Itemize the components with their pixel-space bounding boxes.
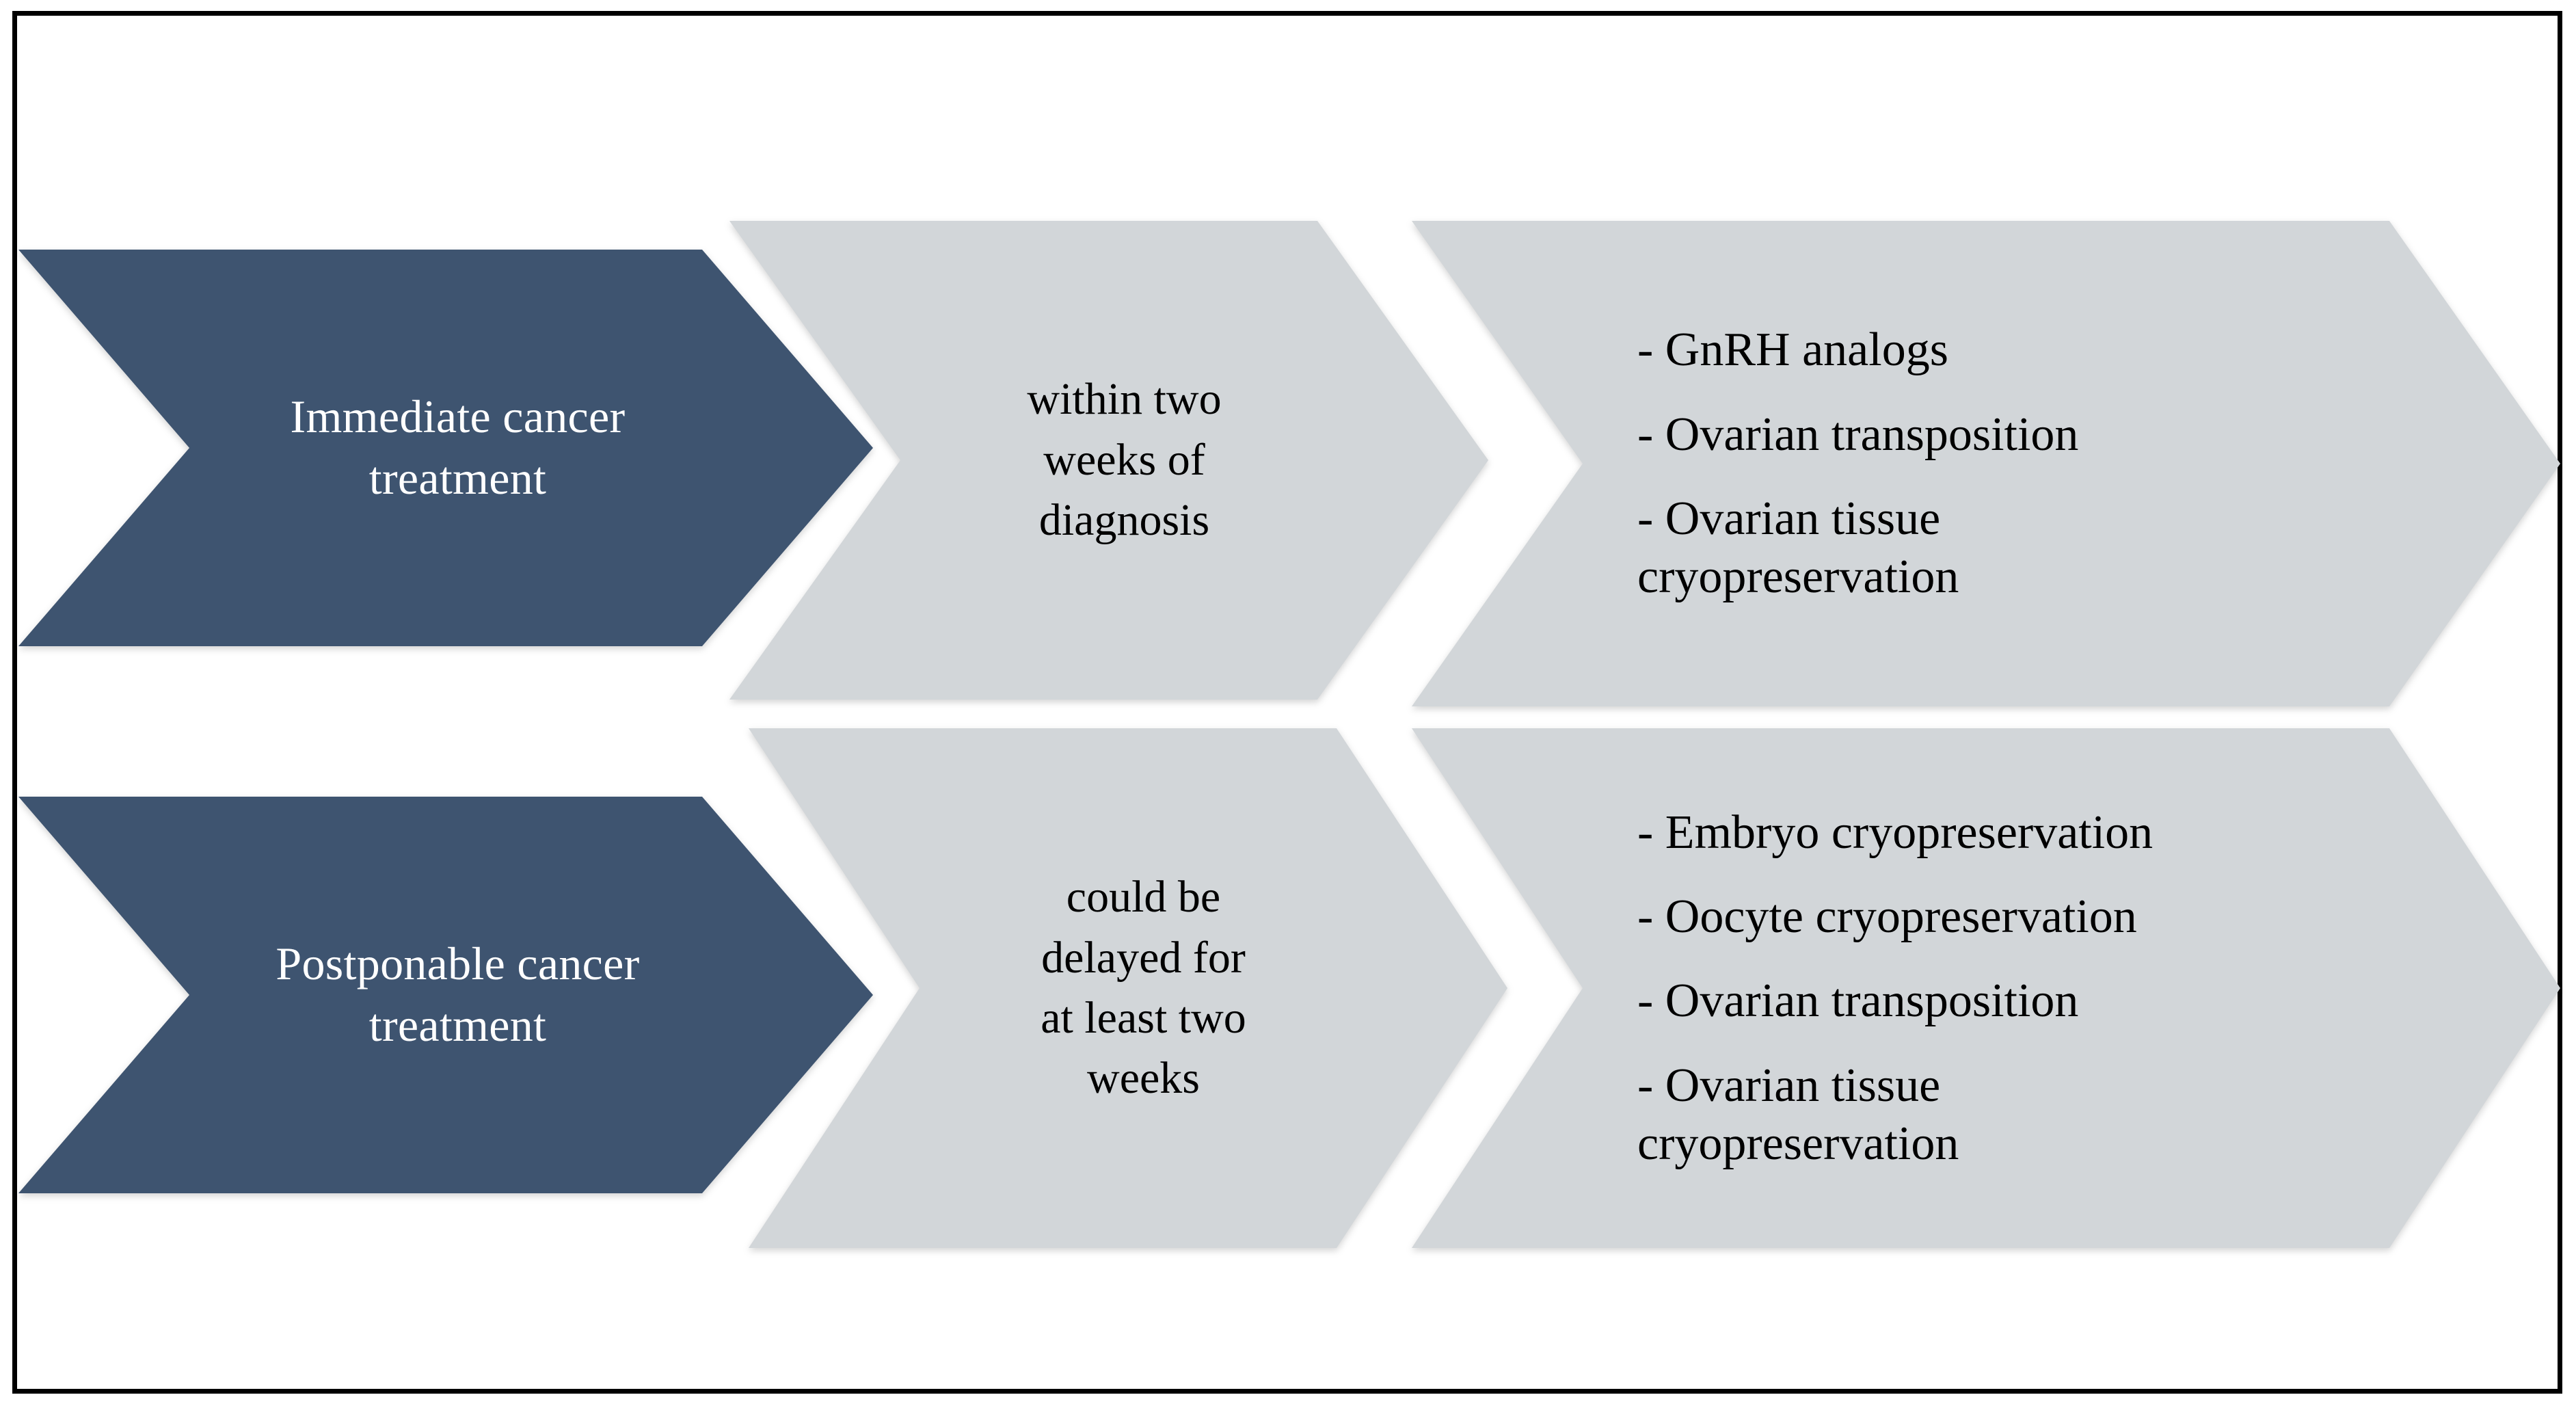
row2-stage1-chevron[interactable]: Postponable cancer treatment	[18, 797, 873, 1193]
list-item: - Ovarian tissue cryopreservation	[1637, 492, 1959, 604]
row2-stage3-list: - Embryo cryopreservation - Oocyte cryop…	[1412, 803, 2560, 1173]
list-item: - Embryo cryopreservation	[1637, 806, 2154, 859]
row1-stage3-chevron[interactable]: - GnRH analogs - Ovarian transposition -…	[1412, 221, 2560, 706]
list-item: - Ovarian transposition	[1637, 408, 2079, 461]
diagram-frame: Immediate cancer treatment within two we…	[12, 11, 2562, 1394]
row2-stage2-label: could be delayed for at least two weeks	[1041, 872, 1246, 1104]
row1-stage3-list: - GnRH analogs - Ovarian transposition -…	[1412, 321, 2560, 607]
row1-stage3-shape	[1412, 221, 2560, 706]
row2-stage3-chevron[interactable]: - Embryo cryopreservation - Oocyte cryop…	[1412, 728, 2560, 1248]
list-item: - Oocyte cryopreservation	[1637, 890, 2137, 943]
list-item: - Ovarian tissue cryopreservation	[1637, 1059, 1959, 1171]
row2-stage2-chevron[interactable]: could be delayed for at least two weeks	[749, 728, 1507, 1248]
row1-stage2-chevron[interactable]: within two weeks of diagnosis	[729, 221, 1488, 700]
row1-stage1-chevron[interactable]: Immediate cancer treatment	[18, 250, 873, 646]
diagram-canvas: Immediate cancer treatment within two we…	[17, 16, 2558, 1389]
row1-stage1-label: Immediate cancer treatment	[290, 390, 626, 504]
row2-stage3-shape	[1412, 728, 2560, 1248]
row1-stage2-label: within two weeks of diagnosis	[1027, 374, 1222, 546]
row2-stage1-label: Postponable cancer treatment	[276, 938, 640, 1051]
list-item: - GnRH analogs	[1637, 323, 1948, 377]
list-item: - Ovarian transposition	[1637, 974, 2079, 1028]
